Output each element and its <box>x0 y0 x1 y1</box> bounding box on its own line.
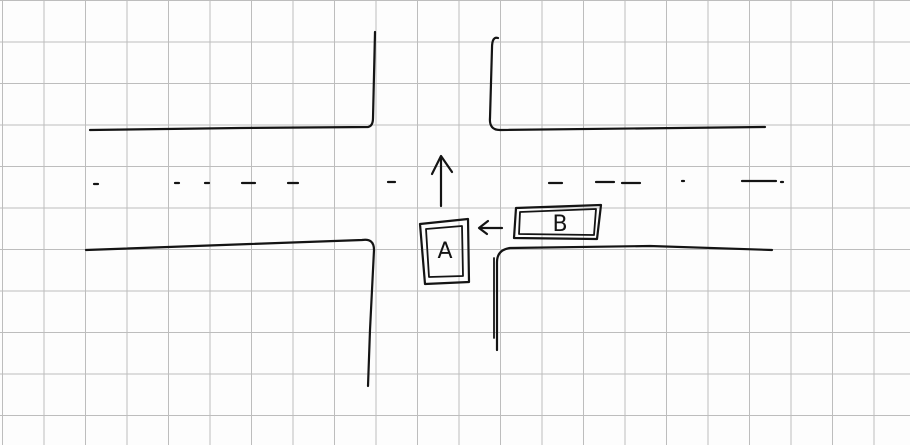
vehicle-b-direction-arrow <box>477 219 504 236</box>
vehicle-a-direction-arrow <box>430 154 454 208</box>
vehicle-b-outline <box>512 203 603 241</box>
vehicle-b-inner-outline <box>518 208 597 236</box>
road-edge-bottom-right <box>495 244 774 352</box>
center-line <box>92 179 785 186</box>
vehicle-a-outline <box>418 217 471 286</box>
road-edge-top-left <box>88 30 377 132</box>
arrow-left-head <box>477 219 490 236</box>
vehicle-a-label: A <box>437 239 452 264</box>
road-edge-top-right <box>488 36 767 132</box>
road-edges <box>84 30 774 388</box>
vehicle-b-label: B <box>552 212 567 237</box>
vehicle-a: A <box>418 217 471 286</box>
road-edge-bottom-left <box>84 238 376 388</box>
arrow-up-head <box>430 154 454 176</box>
vehicle-b: B <box>512 203 603 241</box>
vehicle-a-inner-outline <box>425 225 464 278</box>
